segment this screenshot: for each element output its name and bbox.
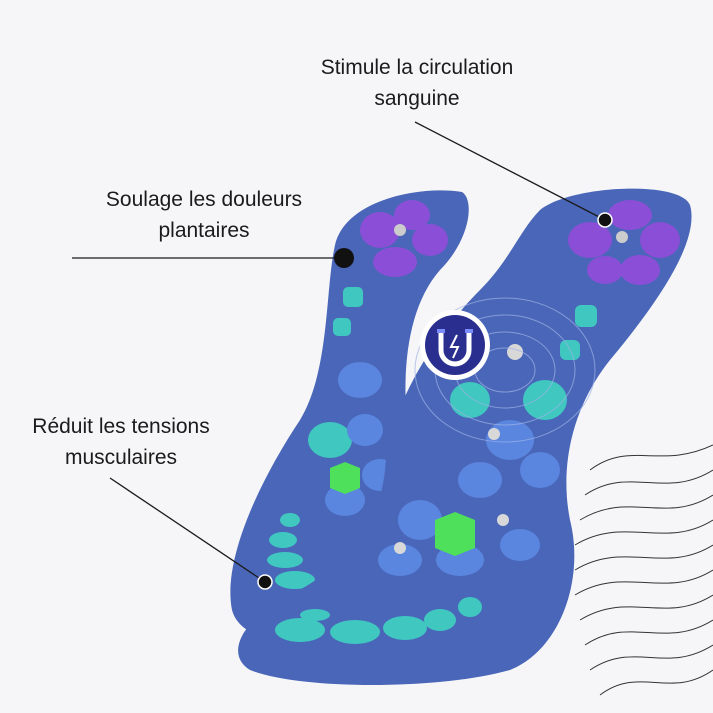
callout-douleurs: Soulage les douleurs plantaires: [64, 184, 344, 246]
callout-lines: [72, 121, 606, 583]
callout-circulation: Stimule la circulation sanguine: [277, 52, 557, 114]
right-insole: [238, 188, 692, 686]
magnet-badge: [420, 310, 490, 380]
callout-tensions: Réduit les tensions musculaires: [0, 411, 242, 473]
callout-dot-circulation: [597, 212, 613, 228]
wave-lines-decoration: [574, 444, 713, 696]
magnet-icon: [437, 329, 473, 367]
callout-line1: Réduit les tensions: [32, 415, 210, 438]
callout-line2: plantaires: [158, 219, 250, 242]
callout-line2: musculaires: [64, 446, 178, 469]
callout-line1: Stimule la circulation: [320, 56, 514, 79]
callout-dot-douleurs: [334, 248, 354, 268]
callout-line1: Soulage les douleurs: [105, 188, 303, 211]
callout-line2: sanguine: [374, 87, 460, 110]
left-insole: [230, 190, 469, 640]
callout-dot-tensions: [257, 574, 273, 590]
